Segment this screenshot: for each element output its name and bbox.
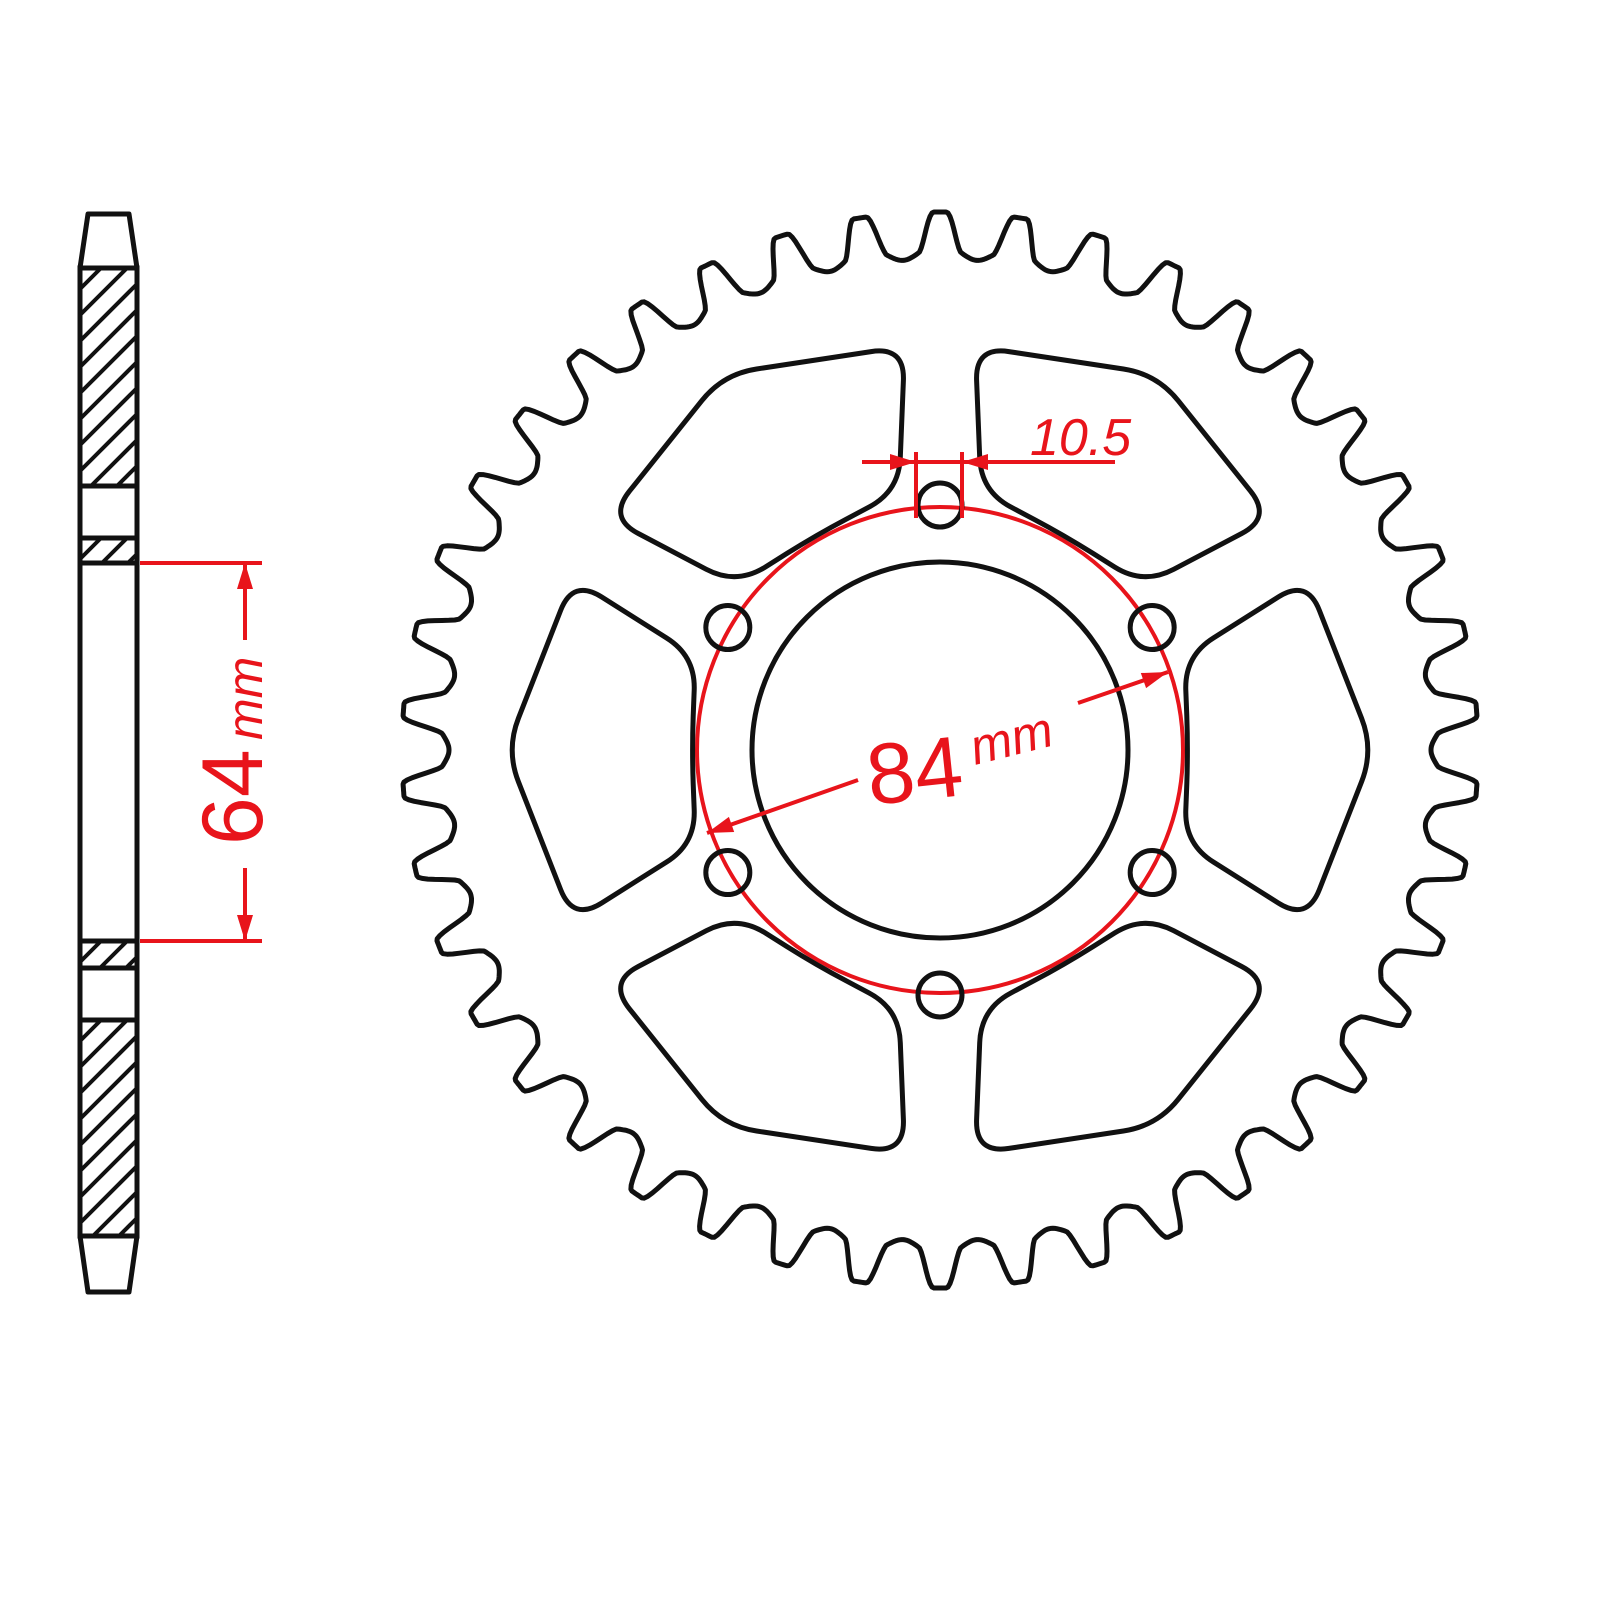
sprocket-front-view <box>400 209 1480 1291</box>
bolt-circle-value: 84 <box>862 718 967 823</box>
hatch-lower <box>78 1164 139 1225</box>
lightening-window <box>618 348 906 580</box>
hatch-upper <box>78 266 103 291</box>
hatch-upper <box>115 464 139 488</box>
lightening-window <box>974 348 1262 580</box>
center-bore <box>749 559 1131 941</box>
bottom-tooth-profile <box>77 1233 140 1295</box>
hatch-lower-hub <box>78 939 103 964</box>
hatch-upper-hub <box>78 536 103 561</box>
side-body <box>77 265 140 1239</box>
hatch-upper <box>78 360 139 421</box>
bolt-hole <box>1127 603 1177 652</box>
bore-arrow-top <box>237 563 253 589</box>
lightening-window <box>618 920 906 1152</box>
bolt-hole <box>915 970 965 1020</box>
hatch-lower <box>78 1138 139 1199</box>
dimension-annotations: 10.5 84 mm 64 mm <box>140 409 1169 943</box>
hatch-upper <box>78 308 139 369</box>
top-tooth-profile <box>77 211 140 271</box>
hatch-lower-hub <box>98 939 129 970</box>
bolt-arrow-right <box>1140 672 1168 689</box>
lightening-window <box>974 920 1262 1152</box>
hatch-lower <box>78 1086 139 1147</box>
bore-arrow-bottom <box>237 915 253 941</box>
hatch-lower <box>78 1060 139 1121</box>
bolt-circle-line <box>695 505 1185 995</box>
lightening-window <box>1183 587 1371 913</box>
hatch-upper <box>78 412 139 473</box>
hole-arrow-left <box>890 454 916 470</box>
hatch-lower <box>78 1034 139 1095</box>
hatch-lower <box>78 1018 129 1069</box>
hatch-upper <box>78 334 139 395</box>
bolt-dim-line-left <box>706 778 859 835</box>
hatch-upper <box>89 438 139 488</box>
hatch-lower <box>91 1190 139 1238</box>
hatch-upper-hub <box>100 536 129 565</box>
bore-value: 64 <box>185 749 281 845</box>
hole-arrow-right <box>962 454 988 470</box>
hatch-lower <box>78 1112 139 1173</box>
bolt-hole <box>703 848 753 897</box>
hatch-upper <box>78 386 139 447</box>
hatch-lower <box>78 1018 103 1043</box>
lightening-window <box>509 587 697 913</box>
hatch-lower <box>117 1216 139 1238</box>
bolt-hole <box>1127 848 1177 897</box>
hatch-upper <box>78 266 129 317</box>
hole-diameter-label: 10.5 <box>1030 409 1132 467</box>
bolt-hole <box>703 603 753 652</box>
hatch-upper <box>78 282 139 343</box>
bore-unit: mm <box>217 657 273 740</box>
bolt-arrow-left <box>707 816 735 833</box>
side-profile-view <box>77 211 140 1295</box>
